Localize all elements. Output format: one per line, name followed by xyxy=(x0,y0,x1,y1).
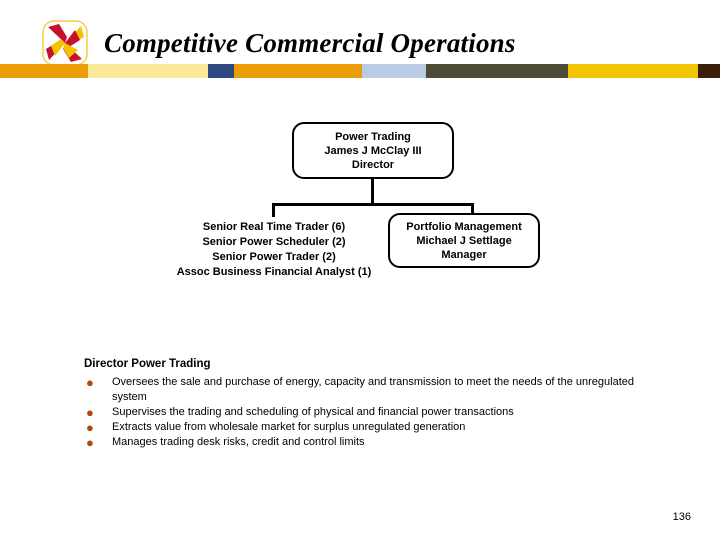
connector-vertical-trunk xyxy=(371,179,374,205)
bullet-icon: ● xyxy=(86,435,94,450)
org-node-line: Manager xyxy=(441,248,487,261)
org-node-line: Michael J Settlage xyxy=(416,234,512,247)
bullet-icon: ● xyxy=(86,405,94,420)
org-node-line: Power Trading xyxy=(335,130,411,143)
org-node-trader-roles[interactable]: Senior Real Time Trader (6) Senior Power… xyxy=(150,220,398,280)
pinwheel-square-logo xyxy=(42,20,88,66)
org-node-line: Senior Power Trader (2) xyxy=(212,251,336,263)
bullet-text: Supervises the trading and scheduling of… xyxy=(112,406,514,418)
description-block: Director Power Trading ● Oversees the sa… xyxy=(84,357,644,450)
bullet-text: Extracts value from wholesale market for… xyxy=(112,421,466,433)
bullet-icon: ● xyxy=(86,420,94,435)
description-heading: Director Power Trading xyxy=(84,358,211,370)
bullet-text: Oversees the sale and purchase of energy… xyxy=(112,376,635,403)
bullet-item: ● Supervises the trading and scheduling … xyxy=(84,405,644,420)
org-node-line: Portfolio Management xyxy=(406,220,522,233)
org-node-power-trading[interactable]: Power Trading James J McClay III Directo… xyxy=(292,122,454,179)
page-number: 136 xyxy=(672,511,691,523)
bullet-item: ● Extracts value from wholesale market f… xyxy=(84,420,644,435)
org-node-line: Senior Real Time Trader (6) xyxy=(202,221,346,233)
org-node-line: Assoc Business Financial Analyst (1) xyxy=(176,266,372,278)
connector-drop-right xyxy=(471,203,474,213)
connector-drop-left xyxy=(272,203,275,217)
color-bar-segment-7 xyxy=(698,64,720,78)
color-bar-segment-4 xyxy=(362,64,426,78)
connector-horizontal-bar xyxy=(272,203,474,206)
bullet-item: ● Manages trading desk risks, credit and… xyxy=(84,435,644,450)
org-node-line: Senior Power Scheduler (2) xyxy=(202,236,346,248)
color-bar-segment-1 xyxy=(88,64,208,78)
bullet-item: ● Oversees the sale and purchase of ener… xyxy=(84,375,644,405)
color-bar-segment-6 xyxy=(568,64,698,78)
page-title: Competitive Commercial Operations xyxy=(104,28,516,58)
color-bar-segment-3 xyxy=(234,64,362,78)
color-bar-segment-5 xyxy=(426,64,568,78)
bullet-icon: ● xyxy=(86,375,94,390)
color-bar-segment-0 xyxy=(0,64,88,78)
org-node-line: James J McClay III xyxy=(324,144,422,157)
color-bar-segment-2 xyxy=(208,64,234,78)
header-color-bar xyxy=(0,64,720,78)
org-node-portfolio-management[interactable]: Portfolio Management Michael J Settlage … xyxy=(388,213,540,268)
slide-header: Competitive Commercial Operations xyxy=(0,0,720,78)
bullet-text: Manages trading desk risks, credit and c… xyxy=(112,436,365,448)
org-node-line: Director xyxy=(351,158,395,171)
